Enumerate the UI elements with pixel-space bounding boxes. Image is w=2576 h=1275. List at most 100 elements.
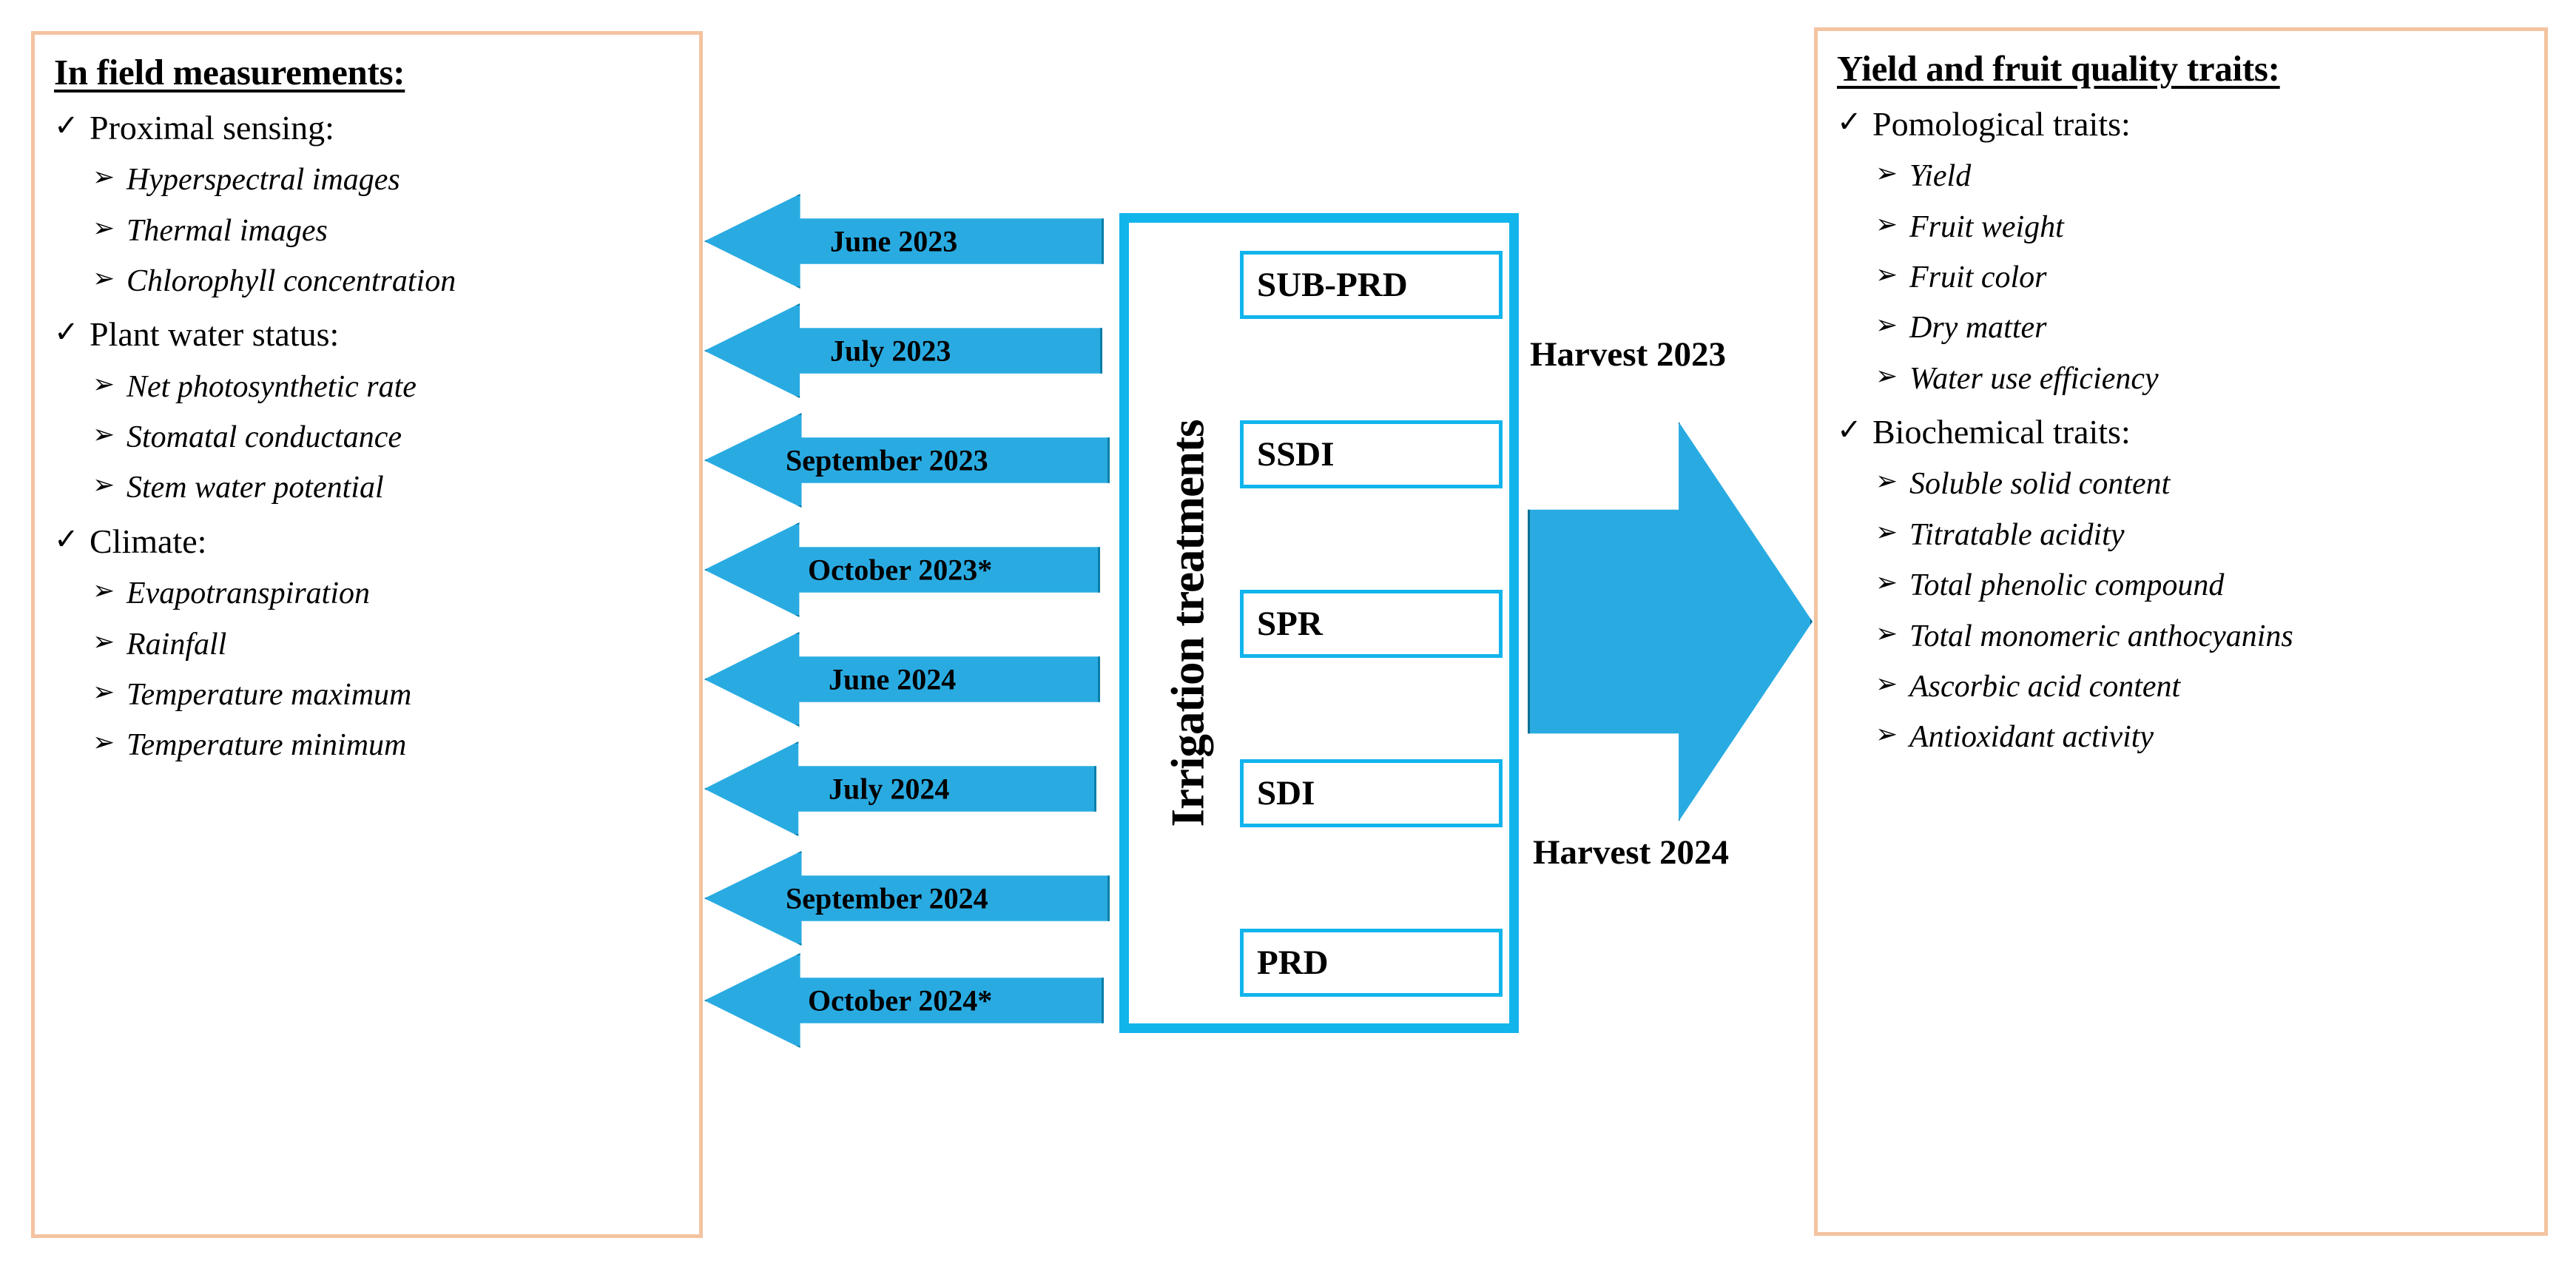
arrow-bullet-icon: ➢ (92, 420, 115, 450)
list-item-label: Fruit color (1909, 260, 2047, 295)
list-item: ➢ Hyperspectral images (54, 161, 680, 198)
list-item-label: Titratable acidity (1909, 517, 2125, 552)
list-item-label: Temperature minimum (127, 728, 407, 763)
timeline-arrow-7: September 2024 (704, 851, 1110, 946)
list-item: ➢ Ascorbic acid content (1837, 668, 2525, 705)
list-item: ➢Yield (1837, 158, 2525, 195)
yield-and-fruit-quality-traits-panel: Yield and fruit quality traits: ✓ Pomolog… (1814, 27, 2548, 1236)
harvest-2024-label: Harvest 2024 (1533, 833, 1729, 872)
list-item-label: Chlorophyll concentration (127, 264, 456, 299)
group-item: ✓ Plant water status: (54, 314, 680, 354)
list-item: ➢ Antioxidant activity (1837, 719, 2525, 756)
timeline-arrow-label: September 2024 (786, 881, 988, 915)
group-item: ✓ Proximal sensing: (54, 108, 680, 148)
list-item: ➢ Chlorophyll concentration (54, 263, 680, 300)
arrow-bullet-icon: ➢ (92, 212, 115, 243)
treatment-box-ssdi: SSDI (1240, 420, 1503, 488)
in-field-measurements-panel: In field measurements: ✓ Proximal sensing… (31, 31, 703, 1238)
list-item-label: Total monomeric anthocyanins (1909, 619, 2293, 653)
arrow-bullet-icon: ➢ (1875, 260, 1898, 290)
timeline-arrow-6: July 2024 (704, 741, 1096, 836)
list-item: ➢ Water use efficiency (1837, 360, 2525, 397)
list-item: ➢Soluble solid content (1837, 465, 2525, 502)
arrow-bullet-icon: ➢ (1875, 360, 1898, 391)
arrow-bullet-icon: ➢ (1875, 568, 1898, 598)
group-label: Biochemical traits: (1872, 413, 2131, 451)
list-item: ➢ Rainfall (54, 626, 680, 663)
treatment-box-prd: PRD (1240, 929, 1503, 997)
list-item-label: Antioxidant activity (1909, 720, 2154, 755)
list-item: ➢Net photosynthetic rate (54, 369, 680, 406)
treatment-box-sub-prd: SUB-PRD (1240, 251, 1503, 319)
timeline-arrow-4: October 2023* (704, 522, 1100, 617)
harvest-right-arrow-icon (1528, 422, 1813, 821)
list-item-label: Temperature maximum (127, 677, 412, 712)
right-panel-group-list: ✓Pomological traits:➢Yield➢Fruit weight➢… (1837, 104, 2525, 756)
list-item-label: Hyperspectral images (127, 163, 400, 198)
treatment-box-sdi: SDI (1240, 759, 1503, 827)
list-item: ➢ Temperature minimum (54, 727, 680, 764)
arrow-bullet-icon: ➢ (1875, 669, 1898, 699)
timeline-arrow-label: June 2024 (829, 662, 957, 696)
group-label: Pomological traits: (1872, 105, 2131, 143)
list-item-label: Dry matter (1909, 311, 2047, 346)
left-panel-group-list: ✓Proximal sensing:➢Hyperspectral images➢… (54, 108, 680, 764)
list-item: ➢Thermal images (54, 212, 680, 249)
right-panel-title: Yield and fruit quality traits: (1837, 48, 2280, 89)
group-item: ✓ Pomological traits: (1837, 104, 2525, 144)
list-item-label: Water use efficiency (1909, 361, 2159, 396)
list-item: ➢ Fruit color (1837, 259, 2525, 296)
irrigation-treatments-axis-label-text: Irrigation treatments (1161, 420, 1214, 827)
list-item: ➢ Stomatal conductance (54, 419, 680, 456)
harvest-2023-label: Harvest 2023 (1530, 335, 1726, 374)
timeline-arrow-8: October 2024* (704, 953, 1104, 1048)
group-item: ✓Biochemical traits: (1837, 412, 2525, 452)
list-item-label: Yield (1909, 159, 1972, 194)
check-icon: ✓ (54, 522, 79, 556)
arrow-bullet-icon: ➢ (92, 470, 115, 500)
list-item: ➢ Evapotranspiration (54, 575, 680, 612)
list-item: ➢Temperature maximum (54, 676, 680, 713)
group-label: Proximal sensing: (90, 109, 334, 147)
list-item-label: Ascorbic acid content (1909, 670, 2181, 704)
timeline-arrow-3: September 2023 (704, 413, 1110, 508)
arrow-bullet-icon: ➢ (92, 727, 115, 758)
arrow-bullet-icon: ➢ (92, 162, 115, 192)
list-item-label: Soluble solid content (1909, 467, 2171, 502)
list-item: ➢Fruit weight (1837, 209, 2525, 246)
list-item-label: Stomatal conductance (127, 420, 402, 455)
timeline-arrow-label: July 2023 (830, 334, 951, 368)
left-panel-title: In field measurements: (54, 52, 405, 92)
arrow-bullet-icon: ➢ (92, 369, 115, 399)
check-icon: ✓ (54, 109, 79, 142)
timeline-arrow-5: June 2024 (704, 632, 1100, 727)
list-item-label: Rainfall (127, 627, 227, 662)
timeline-arrow-label: July 2024 (829, 772, 950, 806)
arrow-bullet-icon: ➢ (92, 626, 115, 656)
arrow-bullet-icon: ➢ (1875, 719, 1898, 750)
timeline-arrow-label: June 2023 (830, 224, 958, 258)
list-item-label: Fruit weight (1909, 209, 2064, 244)
group-item: ✓ Climate: (54, 522, 680, 562)
timeline-arrow-label: October 2024* (808, 983, 993, 1017)
list-item: ➢ Total phenolic compound (1837, 567, 2525, 604)
list-item-label: Evapotranspiration (127, 576, 371, 611)
timeline-arrow-label: October 2023* (808, 553, 993, 587)
check-icon: ✓ (1837, 105, 1862, 138)
group-label: Plant water status: (90, 315, 340, 354)
list-item: ➢ Stem water potential (54, 469, 680, 506)
irrigation-treatments-axis-label: Irrigation treatments (1122, 223, 1255, 1023)
arrow-bullet-icon: ➢ (1875, 618, 1898, 648)
arrow-bullet-icon: ➢ (1875, 517, 1898, 547)
group-label: Climate: (90, 522, 207, 560)
arrow-bullet-icon: ➢ (1875, 310, 1898, 340)
arrow-bullet-icon: ➢ (92, 263, 115, 294)
list-item: ➢ Titratable acidity (1837, 517, 2525, 554)
list-item-label: Stem water potential (127, 471, 384, 505)
arrow-bullet-icon: ➢ (92, 576, 115, 606)
list-item-label: Total phenolic compound (1909, 568, 2225, 603)
check-icon: ✓ (54, 315, 79, 349)
